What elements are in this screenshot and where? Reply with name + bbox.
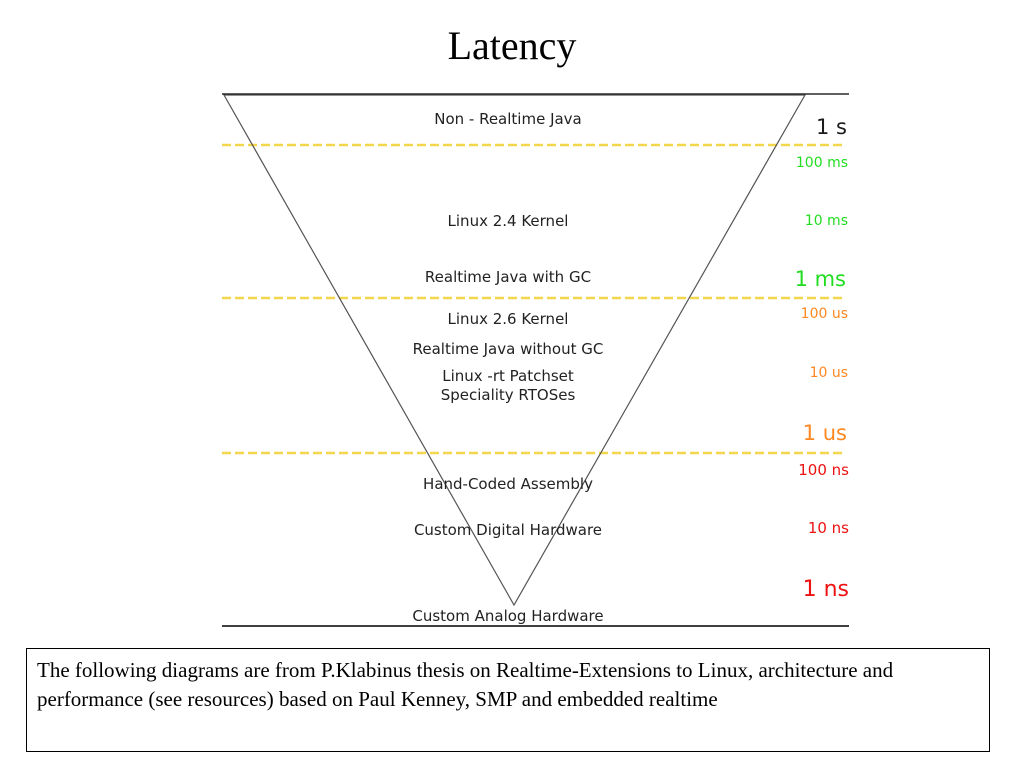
scale-label: 1 s	[816, 115, 847, 139]
latency-diagram: Non - Realtime Java Linux 2.4 Kernel Rea…	[222, 93, 850, 627]
tier-label: Custom Digital Hardware	[414, 521, 602, 539]
inverted-triangle	[222, 94, 807, 607]
scale-label: 1 ms	[795, 267, 846, 291]
caption-text: The following diagrams are from P.Klabin…	[37, 658, 894, 711]
scale-label: 1 ns	[803, 577, 849, 602]
scale-label: 10 us	[810, 365, 848, 381]
tier-label: Non - Realtime Java	[434, 110, 582, 128]
tier-label: Realtime Java without GC	[413, 340, 604, 358]
tier-label: Linux 2.4 Kernel	[448, 212, 569, 230]
tier-label: Linux -rt Patchset	[442, 367, 574, 385]
scale-label: 100 us	[801, 306, 848, 322]
caption-box: The following diagrams are from P.Klabin…	[26, 648, 990, 752]
tier-labels: Non - Realtime Java Linux 2.4 Kernel Rea…	[412, 110, 603, 625]
tier-label: Speciality RTOSes	[441, 386, 576, 404]
tier-label: Custom Analog Hardware	[412, 607, 603, 625]
slide-title: Latency	[447, 23, 577, 68]
scale-label: 100 ns	[798, 461, 849, 479]
scale-label: 10 ns	[808, 519, 849, 537]
tier-label: Hand-Coded Assembly	[423, 475, 593, 493]
tier-label: Linux 2.6 Kernel	[448, 310, 569, 328]
scale-label: 1 us	[803, 421, 847, 445]
scale-label: 10 ms	[805, 213, 848, 229]
tier-label: Realtime Java with GC	[425, 268, 591, 286]
scale-labels: 1 s 100 ms 10 ms 1 ms 100 us 10 us 1 us …	[795, 115, 850, 602]
scale-label: 100 ms	[796, 155, 848, 171]
